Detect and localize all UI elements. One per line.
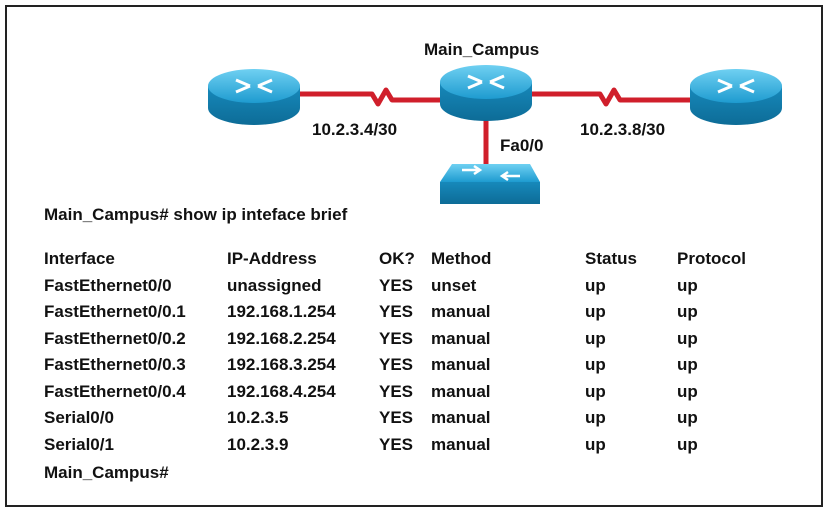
interface-brief-table: Interface IP-Address OK? Method Status P… xyxy=(40,246,771,458)
header-status: Status xyxy=(585,249,637,269)
cell-method: manual xyxy=(431,355,491,375)
cell-status: up xyxy=(585,355,606,375)
switch-icon xyxy=(440,164,540,204)
cell-method: manual xyxy=(431,328,491,348)
cell-ok: YES xyxy=(379,408,414,428)
table-row: FastEthernet0/0.3 192.168.3.254 YES manual u… xyxy=(40,352,771,379)
left-link-label: 10.2.3.4/30 xyxy=(312,120,398,139)
router-main-campus-icon xyxy=(440,65,532,121)
cell-ok: YES xyxy=(379,381,414,401)
table-row: FastEthernet0/0.4 192.168.4.254 YES manual u… xyxy=(40,379,771,406)
cell-method: manual xyxy=(431,408,491,428)
cell-protocol: up xyxy=(677,381,698,401)
router-name-label: Main_Campus xyxy=(424,40,540,59)
serial-link-left xyxy=(298,87,442,107)
cell-method: unset xyxy=(431,275,477,295)
cell-ip-address: 10.2.3.5 xyxy=(227,408,289,428)
table-row: FastEthernet0/0.2 192.168.2.254 YES manual u… xyxy=(40,326,771,353)
cell-protocol: up xyxy=(677,275,698,295)
cell-ok: YES xyxy=(379,275,414,295)
cell-method: manual xyxy=(431,434,491,454)
final-prompt: Main_Campus# xyxy=(44,463,169,482)
switch-interface-label: Fa0/0 xyxy=(500,136,544,155)
cell-status: up xyxy=(585,381,606,401)
command-line: Main_Campus# show ip inteface brief xyxy=(44,205,348,224)
header-method: Method xyxy=(431,249,492,269)
cell-interface: Serial0/1 xyxy=(44,434,114,454)
cell-ip-address: unassigned xyxy=(227,275,322,295)
router-left-icon xyxy=(208,69,300,125)
cell-interface: FastEthernet0/0 xyxy=(44,275,172,295)
cell-ip-address: 192.168.1.254 xyxy=(227,302,336,322)
cell-ok: YES xyxy=(379,302,414,322)
network-diagram xyxy=(208,65,782,204)
cell-interface: FastEthernet0/0.4 xyxy=(44,381,186,401)
cell-status: up xyxy=(585,408,606,428)
cell-interface: FastEthernet0/0.3 xyxy=(44,355,186,375)
cell-status: up xyxy=(585,275,606,295)
cell-method: manual xyxy=(431,381,491,401)
serial-link-right xyxy=(532,87,694,107)
cell-ip-address: 192.168.4.254 xyxy=(227,381,336,401)
cell-protocol: up xyxy=(677,302,698,322)
router-right-icon xyxy=(690,69,782,125)
table-row: FastEthernet0/0 unassigned YES unset up up xyxy=(40,273,771,300)
cell-interface: FastEthernet0/0.1 xyxy=(44,302,186,322)
header-interface: Interface xyxy=(44,249,115,269)
cell-interface: FastEthernet0/0.2 xyxy=(44,328,186,348)
cell-ok: YES xyxy=(379,328,414,348)
right-link-label: 10.2.3.8/30 xyxy=(580,120,666,139)
cell-protocol: up xyxy=(677,434,698,454)
cell-interface: Serial0/0 xyxy=(44,408,114,428)
cell-ok: YES xyxy=(379,434,414,454)
cell-protocol: up xyxy=(677,328,698,348)
cell-status: up xyxy=(585,302,606,322)
header-protocol: Protocol xyxy=(677,249,746,269)
table-row: Serial0/0 10.2.3.5 YES manual up up xyxy=(40,405,771,432)
cell-protocol: up xyxy=(677,355,698,375)
cell-ip-address: 10.2.3.9 xyxy=(227,434,289,454)
cell-status: up xyxy=(585,328,606,348)
exhibit-frame xyxy=(5,5,823,507)
cell-method: manual xyxy=(431,302,491,322)
cell-protocol: up xyxy=(677,408,698,428)
cell-status: up xyxy=(585,434,606,454)
header-ok: OK? xyxy=(379,249,415,269)
cell-ok: YES xyxy=(379,355,414,375)
table-row: Serial0/1 10.2.3.9 YES manual up up xyxy=(40,432,771,459)
table-row: FastEthernet0/0.1 192.168.1.254 YES manual u… xyxy=(40,299,771,326)
cell-ip-address: 192.168.2.254 xyxy=(227,328,336,348)
cell-ip-address: 192.168.3.254 xyxy=(227,355,336,375)
table-header-row: Interface IP-Address OK? Method Status P… xyxy=(40,246,771,273)
header-ip-address: IP-Address xyxy=(227,249,317,269)
